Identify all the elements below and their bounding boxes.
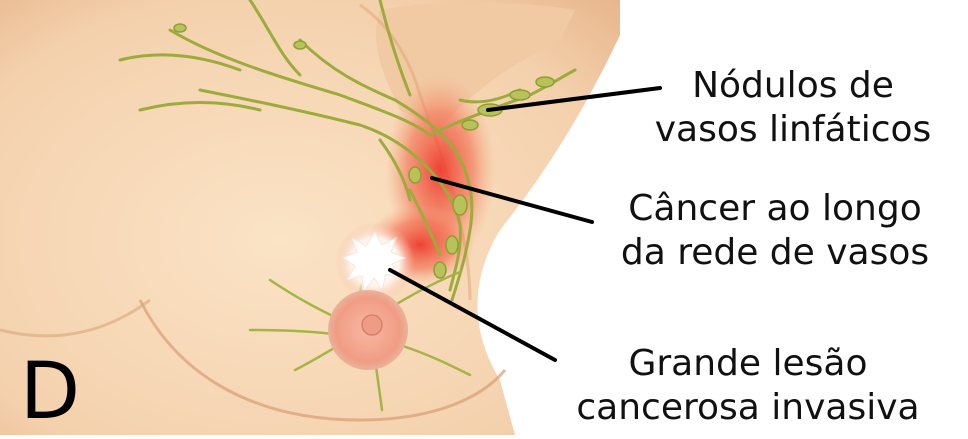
label-lymph-nodes-line-2: vasos linfáticos xyxy=(628,108,958,152)
label-cancer-spread-line-1: Câncer ao longo xyxy=(590,187,960,231)
label-cancer-spread-line-2: da rede de vasos xyxy=(590,231,960,275)
panel-letter: D xyxy=(20,352,80,432)
label-invasive-lesion-line-2: cancerosa invasiva xyxy=(562,386,934,430)
torso-skin xyxy=(0,0,620,435)
label-lymph-nodes-line-1: Nódulos de xyxy=(628,64,958,108)
nipple xyxy=(362,315,382,335)
label-invasive-lesion-line-1: Grande lesão xyxy=(562,342,934,386)
